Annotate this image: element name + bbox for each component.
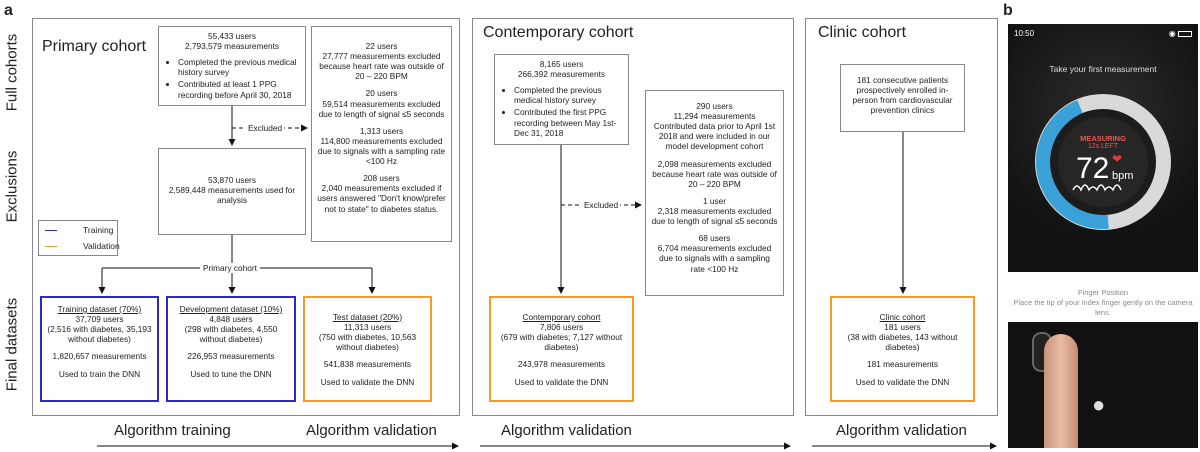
test-dataset-box: Test dataset (20%) 11,313 users (750 wit… (303, 296, 432, 402)
test-dataset-use: Used to validate the DNN (320, 376, 415, 387)
primary-top-box: 55,433 users 2,793,579 measurements Comp… (158, 26, 306, 106)
development-dataset-measurements: 226,953 measurements (187, 351, 275, 362)
panel-letter-b: b (1003, 2, 1013, 19)
bottom-label-validation-contemporary: Algorithm validation (501, 422, 632, 439)
contemporary-excl-1-users: 290 users (696, 101, 733, 111)
primary-top-bullet-1: Completed the previous medical history s… (178, 57, 300, 77)
phone-measurement-screen: 10:50 ◉ Take your first measurement MEAS… (1008, 24, 1198, 272)
development-dataset-users: 4,848 users (209, 314, 253, 325)
bottom-label-training: Algorithm training (114, 422, 231, 439)
primary-split-label: Primary cohort (200, 263, 260, 273)
training-dataset-box: Training dataset (70%) 37,709 users (2,5… (40, 296, 159, 402)
bottom-label-validation-primary: Algorithm validation (306, 422, 437, 439)
heart-icon: ❤ (1112, 152, 1123, 166)
phone-prompt: Take your first measurement (1049, 64, 1157, 74)
clinic-cohort-title: Clinic cohort (818, 24, 907, 41)
index-finger-image (1044, 334, 1078, 448)
phone-time-left: 12s LEFT (1087, 143, 1119, 150)
legend-validation-swatch (45, 246, 57, 247)
panel-letter-a: a (4, 2, 13, 19)
primary-excl-3-detail: 114,800 measurements excluded due to sig… (317, 135, 446, 167)
bottom-label-validation-clinic: Algorithm validation (836, 422, 967, 439)
clinic-top-text: 181 consecutive patients prospectively e… (852, 75, 953, 116)
phone-status-icons: ◉ (1169, 29, 1192, 38)
test-dataset-users: 11,313 users (343, 322, 392, 333)
primary-analysis-box: 53,870 users 2,589,448 measurements used… (158, 148, 306, 235)
training-dataset-users: 37,709 users (75, 314, 124, 325)
contemporary-top-bullet-1: Completed the previous medical history s… (514, 85, 623, 105)
measurement-dial (1035, 94, 1171, 230)
contemporary-final-use: Used to validate the DNN (514, 376, 609, 387)
clinic-final-use: Used to validate the DNN (855, 376, 950, 387)
phone-bpm-value: 72 (1076, 152, 1110, 185)
contemporary-final-breakdown: (679 with diabetes; 7,127 without diabet… (500, 332, 623, 353)
development-dataset-use: Used to tune the DNN (190, 368, 272, 379)
primary-excl-1-users: 22 users (365, 41, 398, 51)
primary-cohort-title: Primary cohort (42, 38, 147, 55)
clinic-final-breakdown: (38 with diabetes, 143 without diabetes) (847, 332, 958, 353)
contemporary-final-measurements: 243,978 measurements (517, 359, 606, 370)
contemporary-final-title: Contemporary cohort (522, 312, 601, 322)
development-dataset-breakdown: (298 with diabetes, 4,550 without diabet… (184, 324, 278, 345)
primary-analysis-measurements: 2,589,448 measurements used for analysis (168, 185, 296, 206)
contemporary-excl-4-detail: 6,704 measurements excluded due to signa… (657, 243, 772, 274)
training-dataset-title: Training dataset (70%) (57, 304, 142, 314)
clinic-final-box: Clinic cohort 181 users (38 with diabete… (830, 296, 975, 402)
finger-position-title: Finger Position (1077, 288, 1129, 297)
primary-excluded-label: Excluded (246, 123, 285, 133)
training-dataset-use: Used to train the DNN (58, 368, 141, 379)
contemporary-excl-3-detail: 2,318 measurements excluded due to lengt… (651, 205, 778, 227)
primary-analysis-users: 53,870 users (208, 175, 256, 185)
apple-logo-icon: ● (1092, 392, 1106, 417)
phone-bpm-unit: bpm (1112, 170, 1134, 182)
contemporary-top-box: 8,165 users 266,392 measurements Complet… (494, 54, 629, 145)
wifi-icon: ◉ (1168, 29, 1176, 38)
test-dataset-breakdown: (750 with diabetes, 10,563 without diabe… (318, 332, 417, 353)
contemporary-exclusion-box: 290 users 11,294 measurements Contribute… (645, 90, 784, 296)
development-dataset-title: Development dataset (10%) (179, 304, 283, 314)
phone-measuring-label: MEASURING (1080, 134, 1126, 143)
finger-position-instructions: Finger Position Place the tip of your in… (1008, 288, 1198, 317)
contemporary-top-bullet-2: Contributed the first PPG recording betw… (514, 107, 623, 137)
test-dataset-title: Test dataset (20%) (332, 312, 403, 322)
primary-excl-3-users: 1,313 users (359, 125, 404, 136)
phone-status-time: 10:50 (1014, 29, 1035, 38)
contemporary-excluded-label: Excluded (582, 200, 621, 210)
test-dataset-measurements: 541,838 measurements (323, 359, 412, 370)
training-dataset-measurements: 1,820,657 measurements (52, 351, 147, 362)
primary-excl-4-users: 208 users (363, 173, 400, 184)
primary-exclusion-box: 22 users 27,777 measurements excluded be… (311, 26, 452, 242)
clinic-final-users: 181 users (884, 322, 921, 333)
primary-excl-2-users: 20 users (365, 88, 398, 99)
contemporary-excl-4-users: 68 users (698, 233, 731, 244)
clinic-final-title: Clinic cohort (879, 312, 926, 322)
finger-position-text: Place the tip of your index finger gentl… (1013, 297, 1193, 317)
primary-top-bullet-2: Contributed at least 1 PPG recording bef… (178, 79, 300, 99)
legend: Training Validation (38, 220, 120, 256)
legend-validation-label: Validation (83, 241, 120, 251)
primary-excl-4-detail: 2,040 measurements excluded if users ans… (317, 183, 446, 214)
development-dataset-box: Development dataset (10%) 4,848 users (2… (166, 296, 296, 402)
legend-training-swatch (45, 230, 57, 231)
legend-training-label: Training (83, 225, 114, 235)
contemporary-final-box: Contemporary cohort 7,806 users (679 wit… (489, 296, 634, 402)
training-dataset-breakdown: (2,516 with diabetes, 35,193 without dia… (47, 324, 152, 345)
primary-excl-2-detail: 59,514 measurements excluded due to leng… (318, 98, 445, 119)
clinic-top-box: 181 consecutive patients prospectively e… (840, 64, 965, 132)
contemporary-top-users: 8,165 users (539, 59, 584, 69)
contemporary-final-users: 7,806 users (539, 322, 584, 333)
contemporary-top-measurements: 266,392 measurements (517, 69, 606, 80)
primary-top-users: 55,433 users (208, 31, 256, 41)
phone-back-camera-photo: ● (1008, 322, 1198, 448)
contemporary-excl-3-users: 1 user (702, 195, 727, 206)
battery-icon (1178, 30, 1192, 37)
contemporary-cohort-title: Contemporary cohort (483, 24, 634, 41)
contemporary-excl-2-detail: 2,098 measurements excluded because hear… (652, 158, 777, 189)
clinic-final-measurements: 181 measurements (866, 359, 939, 370)
primary-top-measurements: 2,793,579 measurements (184, 41, 280, 52)
primary-excl-1-detail: 27,777 measurements excluded because hea… (319, 51, 444, 82)
contemporary-excl-1-detail: 11,294 measurements Contributed data pri… (653, 111, 776, 152)
